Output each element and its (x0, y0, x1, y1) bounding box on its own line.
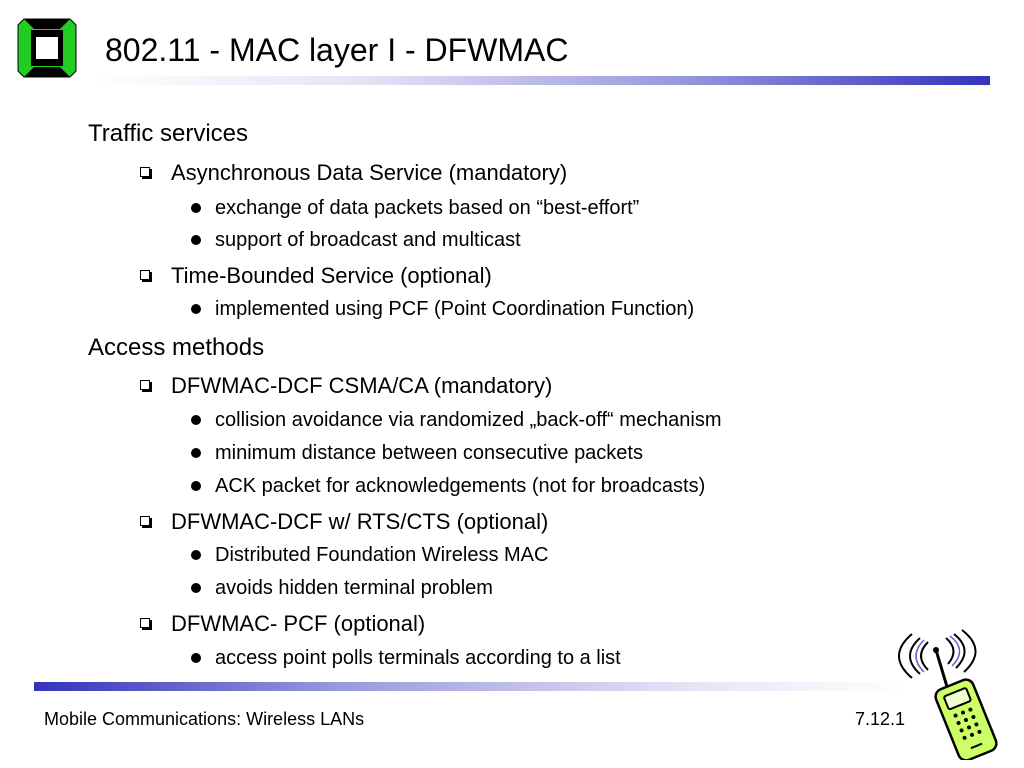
list-item: support of broadcast and multicast (215, 229, 521, 251)
list-item: Distributed Foundation Wireless MAC (215, 544, 549, 566)
slide-title: 802.11 - MAC layer I - DFWMAC (105, 32, 569, 68)
subsection-pcf: DFWMAC- PCF (optional) (171, 611, 426, 636)
round-bullet-icon (191, 481, 201, 491)
mobile-phone-antenna-icon (898, 629, 998, 760)
square-bullet-icon (140, 380, 150, 390)
list-item: avoids hidden terminal problem (215, 577, 493, 599)
round-bullet-icon (191, 203, 201, 213)
footer-course-title: Mobile Communications: Wireless LANs (44, 709, 365, 729)
list-item: implemented using PCF (Point Coordinatio… (215, 298, 695, 320)
subsection-dcf-rts-cts: DFWMAC-DCF w/ RTS/CTS (optional) (171, 509, 549, 534)
section-access-methods: Access methods (88, 334, 265, 361)
round-bullet-icon (191, 235, 201, 245)
list-item: exchange of data packets based on “best-… (215, 197, 640, 219)
round-bullet-icon (191, 448, 201, 458)
round-bullet-icon (191, 415, 201, 425)
square-bullet-icon (140, 618, 150, 628)
title-divider (92, 76, 990, 85)
round-bullet-icon (191, 653, 201, 663)
square-bullet-icon (140, 270, 150, 280)
subsection-time-bounded-service: Time-Bounded Service (optional) (171, 263, 492, 288)
university-logo (17, 18, 77, 78)
list-item: collision avoidance via randomized „back… (215, 409, 722, 431)
section-traffic-services: Traffic services (88, 120, 249, 147)
square-bullet-icon (140, 516, 150, 526)
subsection-dcf-csma-ca: DFWMAC-DCF CSMA/CA (mandatory) (171, 373, 553, 398)
subsection-async-data-service: Asynchronous Data Service (mandatory) (171, 160, 568, 185)
round-bullet-icon (191, 583, 201, 593)
round-bullet-icon (191, 550, 201, 560)
list-item: access point polls terminals according t… (215, 647, 621, 669)
list-item: ACK packet for acknowledgements (not for… (215, 475, 706, 497)
footer-divider (34, 682, 906, 691)
round-bullet-icon (191, 304, 201, 314)
footer-page-number: 7.12.1 (855, 709, 906, 729)
square-bullet-icon (140, 167, 150, 177)
list-item: minimum distance between consecutive pac… (215, 442, 643, 464)
